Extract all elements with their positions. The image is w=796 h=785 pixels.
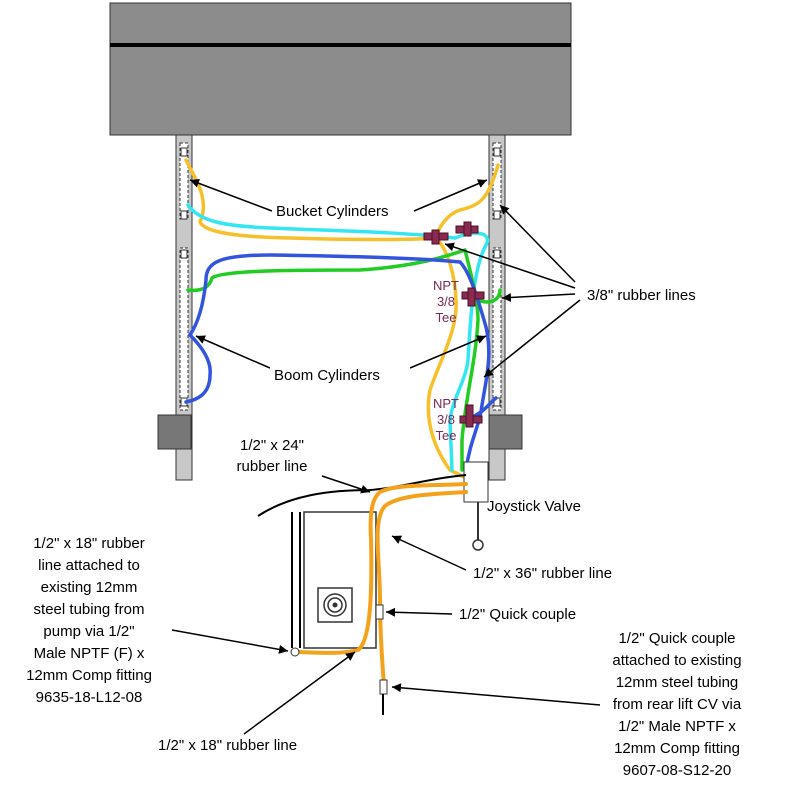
- arrow-rubber-lines-1: [499, 204, 576, 283]
- label-npt-tee-upper: NPT 3/8 Tee: [433, 278, 459, 325]
- arrow-rubber-lines-4: [483, 299, 581, 378]
- arrow-quick-couple: [385, 607, 453, 617]
- half-24-line-1: 1/2" x 24": [240, 437, 304, 454]
- boom-cylinder-right: [492, 247, 502, 411]
- tee-fittings: [423, 221, 485, 428]
- bucket-cylinder-left: [179, 142, 189, 220]
- left-note-line-2: line attached to: [38, 557, 140, 574]
- arrow-bucket-left: [189, 178, 273, 212]
- npt-lower-line-3: Tee: [436, 428, 457, 443]
- label-half-36: 1/2" x 36" rubber line: [473, 565, 612, 582]
- orange-line-18-left: [294, 538, 374, 655]
- left-note-line-7: 12mm Comp fitting: [26, 667, 152, 684]
- label-left-note: 1/2" x 18" rubber line attached to exist…: [26, 535, 152, 706]
- npt-lower-line-2: 3/8: [437, 412, 455, 427]
- left-note-line-1: 1/2" x 18" rubber: [33, 535, 145, 552]
- arrow-boom-left: [195, 335, 271, 369]
- cyan-hose: [186, 203, 490, 472]
- left-note-line-3: existing 12mm: [41, 579, 138, 596]
- quick-couple-lower: [379, 679, 388, 695]
- label-joystick-valve: Joystick Valve: [487, 498, 581, 515]
- npt-upper-line-1: NPT: [433, 278, 459, 293]
- orange-line-36: [375, 490, 468, 687]
- pump-box: [291, 511, 377, 649]
- arrow-half-36: [391, 535, 467, 571]
- label-quick-couple: 1/2" Quick couple: [459, 606, 576, 623]
- label-half-24: 1/2" x 24" rubber line: [237, 437, 308, 475]
- right-mount-block: [488, 414, 523, 450]
- left-note-line-8: 9635-18-L12-08: [36, 689, 143, 706]
- npt-upper-line-3: Tee: [436, 310, 457, 325]
- right-note-line-5: 1/2" Male NPTF x: [618, 718, 736, 735]
- quick-couple-upper: [375, 604, 384, 620]
- arrow-rubber-lines-3: [501, 293, 576, 303]
- label-bucket-cylinders: Bucket Cylinders: [276, 203, 389, 220]
- label-bottom-left-line: 1/2" x 18" rubber line: [158, 737, 297, 754]
- right-note-line-6: 12mm Comp fitting: [614, 740, 740, 757]
- label-npt-tee-lower: NPT 3/8 Tee: [433, 396, 459, 443]
- arrow-bottom-left: [243, 651, 356, 735]
- right-note-line-3: 12mm steel tubing: [616, 674, 739, 691]
- left-mount-block: [157, 414, 192, 450]
- arrow-rubber-lines-2: [444, 242, 576, 289]
- right-note-line-7: 9607-08-S12-20: [623, 762, 731, 779]
- npt-lower-line-1: NPT: [433, 396, 459, 411]
- left-note-line-5: pump via 1/2": [43, 623, 134, 640]
- arrow-half-24: [321, 475, 371, 494]
- pump-fitting: [290, 647, 300, 657]
- boom-cylinder-left: [179, 247, 189, 411]
- left-note-line-6: Male NPTF (F) x: [34, 645, 145, 662]
- joystick-valve: [463, 461, 489, 551]
- loader-bucket: [109, 2, 572, 136]
- npt-upper-line-2: 3/8: [437, 294, 455, 309]
- right-note-line-2: attached to existing: [612, 652, 741, 669]
- half-24-line-2: rubber line: [237, 458, 308, 475]
- arrow-right-note: [391, 683, 601, 706]
- arrow-boom-right: [409, 335, 487, 369]
- orange-line-24: [368, 482, 468, 542]
- label-right-note: 1/2" Quick couple attached to existing 1…: [612, 630, 741, 779]
- arrow-bucket-right: [413, 179, 488, 212]
- right-note-line-1: 1/2" Quick couple: [618, 630, 735, 647]
- right-note-line-4: from rear lift CV via: [613, 696, 742, 713]
- left-note-line-4: steel tubing from: [34, 601, 145, 618]
- arrow-left-note: [171, 629, 289, 654]
- label-rubber-lines: 3/8" rubber lines: [587, 287, 696, 304]
- label-boom-cylinders: Boom Cylinders: [274, 367, 380, 384]
